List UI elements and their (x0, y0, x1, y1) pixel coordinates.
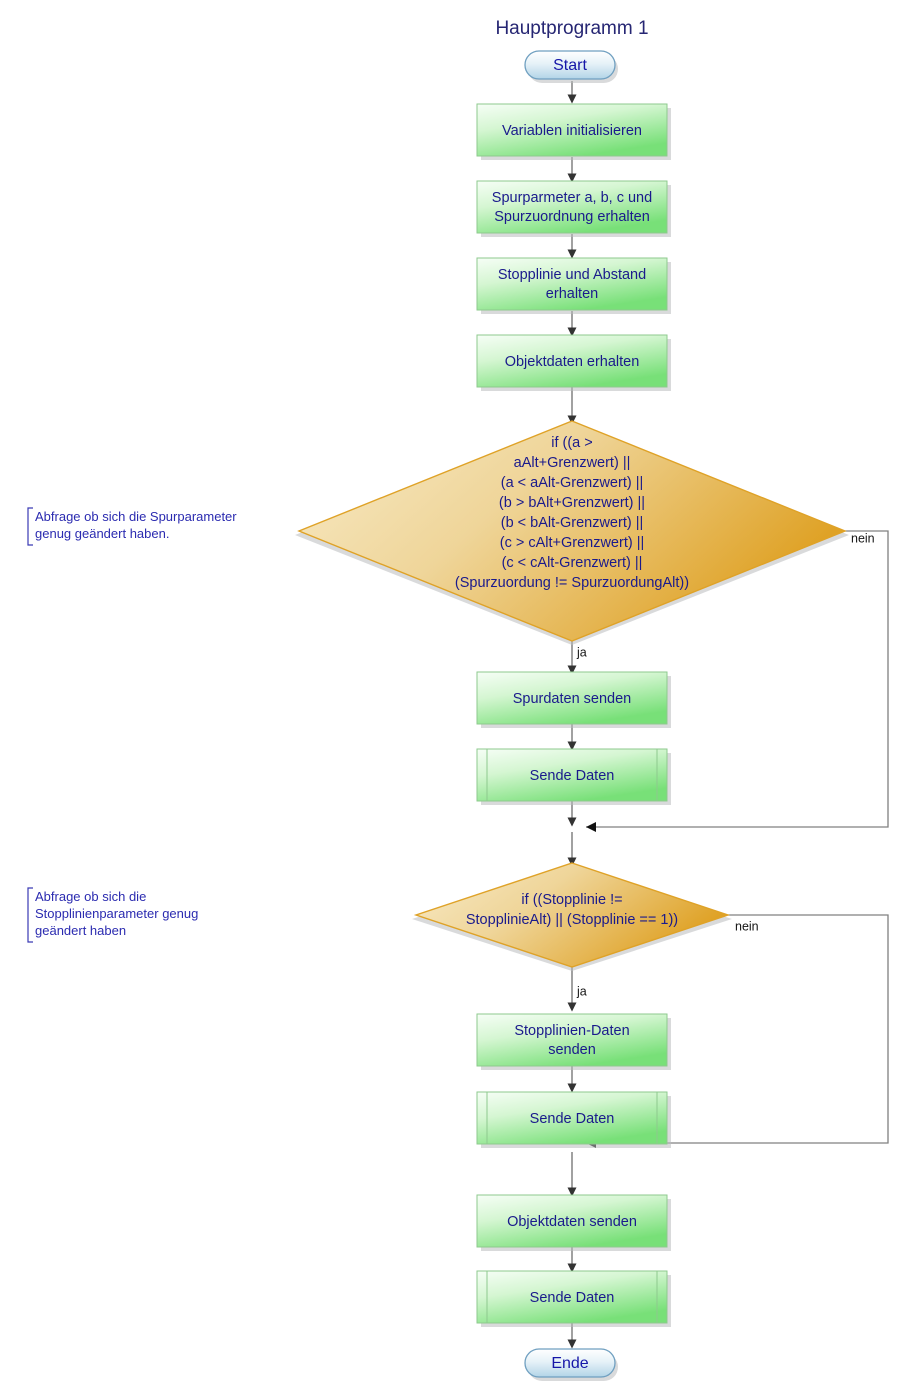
stopplinie-label-line2: erhalten (546, 286, 598, 302)
decision1-line-1: if ((a > (551, 435, 593, 451)
node-decision-stopplinie[interactable]: if ((Stopplinie != StopplinieAlt) || (St… (412, 862, 732, 971)
node-sende-daten-1[interactable]: Sende Daten (476, 748, 671, 805)
decision1-line-8: (Spurzuordung != SpurzuordungAlt)) (455, 575, 689, 591)
node-objektdaten-senden[interactable]: Objektdaten senden (476, 1194, 671, 1251)
init-label: Variablen initialisieren (502, 123, 642, 139)
stopplinien-daten-line2: senden (548, 1042, 596, 1058)
objektdaten-senden-shape (476, 1194, 668, 1248)
note1-line-1: Abfrage ob sich die Spurparameter (35, 509, 237, 524)
note-spurparameter: Abfrage ob sich die Spurparameter genug … (27, 507, 237, 546)
decision1-yes-label: ja (576, 645, 587, 659)
page-title: Hauptprogramm 1 (495, 18, 648, 39)
note-stopplinienparameter: Abfrage ob sich die Stopplinienparameter… (27, 887, 198, 943)
stopplinie-shape (476, 257, 668, 311)
spurdaten-shape (476, 671, 668, 725)
spurparameter-label-line1: Spurparmeter a, b, c und (492, 190, 652, 206)
sende3-label: Sende Daten (530, 1290, 615, 1306)
note1-bracket-icon (27, 507, 33, 546)
note2-line-3: geändert haben (35, 923, 126, 938)
sende2-shape (476, 1091, 668, 1145)
node-start[interactable]: Start (524, 50, 618, 83)
node-stopplinien-daten-senden[interactable]: Stopplinien-Daten senden (476, 1013, 671, 1070)
decision1-line-7: (c < cAlt-Grenzwert) || (502, 555, 643, 571)
edge-decision1-no-arrowhead (586, 822, 596, 832)
node-sende-daten-3[interactable]: Sende Daten (476, 1270, 671, 1327)
spurparameter-shape (476, 180, 668, 234)
spurparameter-label-line2: Spurzuordnung erhalten (494, 209, 650, 225)
decision1-line-6: (c > cAlt+Grenzwert) || (500, 535, 645, 551)
node-stopplinie-abstand-erhalten[interactable]: Stopplinie und Abstand erhalten (476, 257, 671, 314)
decision1-line-5: (b < bAlt-Grenzwert) || (501, 515, 644, 531)
edge-decision2-no-loop (586, 914, 889, 1144)
edge-decision1-no-loop (586, 530, 889, 828)
stopplinie-label-line1: Stopplinie und Abstand (498, 267, 646, 283)
sende3-shape (476, 1270, 668, 1324)
ende-shape (524, 1348, 616, 1378)
decision1-line-2: aAlt+Grenzwert) || (514, 455, 631, 471)
sende1-shape (476, 748, 668, 802)
node-sende-daten-2[interactable]: Sende Daten (476, 1091, 671, 1148)
node-variablen-initialisieren[interactable]: Variablen initialisieren (476, 103, 671, 160)
stopplinien-daten-shape (476, 1013, 668, 1067)
decision2-yes-label: ja (576, 984, 587, 998)
spurdaten-label: Spurdaten senden (513, 691, 632, 707)
node-objektdaten-erhalten[interactable]: Objektdaten erhalten (476, 334, 671, 391)
init-shape (476, 103, 668, 157)
note2-bracket-icon (27, 887, 33, 943)
decision2-line-1: if ((Stopplinie != (521, 892, 622, 908)
objektdaten-senden-label: Objektdaten senden (507, 1214, 637, 1230)
decision1-no-label: nein (851, 531, 875, 545)
sende2-label: Sende Daten (530, 1111, 615, 1127)
node-spurdaten-senden[interactable]: Spurdaten senden (476, 671, 671, 728)
start-shape (524, 50, 616, 80)
sende1-label: Sende Daten (530, 768, 615, 784)
stopplinien-daten-line1: Stopplinien-Daten (514, 1023, 629, 1039)
node-ende[interactable]: Ende (524, 1348, 618, 1381)
note2-line-1: Abfrage ob sich die (35, 889, 146, 904)
decision1-shape (297, 420, 847, 642)
start-label: Start (553, 57, 587, 74)
note1-line-2: genug geändert haben. (35, 526, 169, 541)
objektdaten-label: Objektdaten erhalten (505, 354, 640, 370)
ende-label: Ende (551, 1355, 588, 1372)
node-spurparameter-erhalten[interactable]: Spurparmeter a, b, c und Spurzuordnung e… (476, 180, 671, 237)
note2-line-2: Stopplinienparameter genug (35, 906, 198, 921)
node-decision-spurparameter[interactable]: if ((a > aAlt+Grenzwert) || (a < aAlt-Gr… (295, 420, 849, 645)
decision2-line-2: StopplinieAlt) || (Stopplinie == 1)) (466, 912, 678, 928)
decision1-line-3: (a < aAlt-Grenzwert) || (501, 475, 644, 491)
decision2-shape (413, 862, 731, 968)
decision1-line-4: (b > bAlt+Grenzwert) || (499, 495, 645, 511)
decision2-no-label: nein (735, 919, 759, 933)
objektdaten-shape (476, 334, 668, 388)
